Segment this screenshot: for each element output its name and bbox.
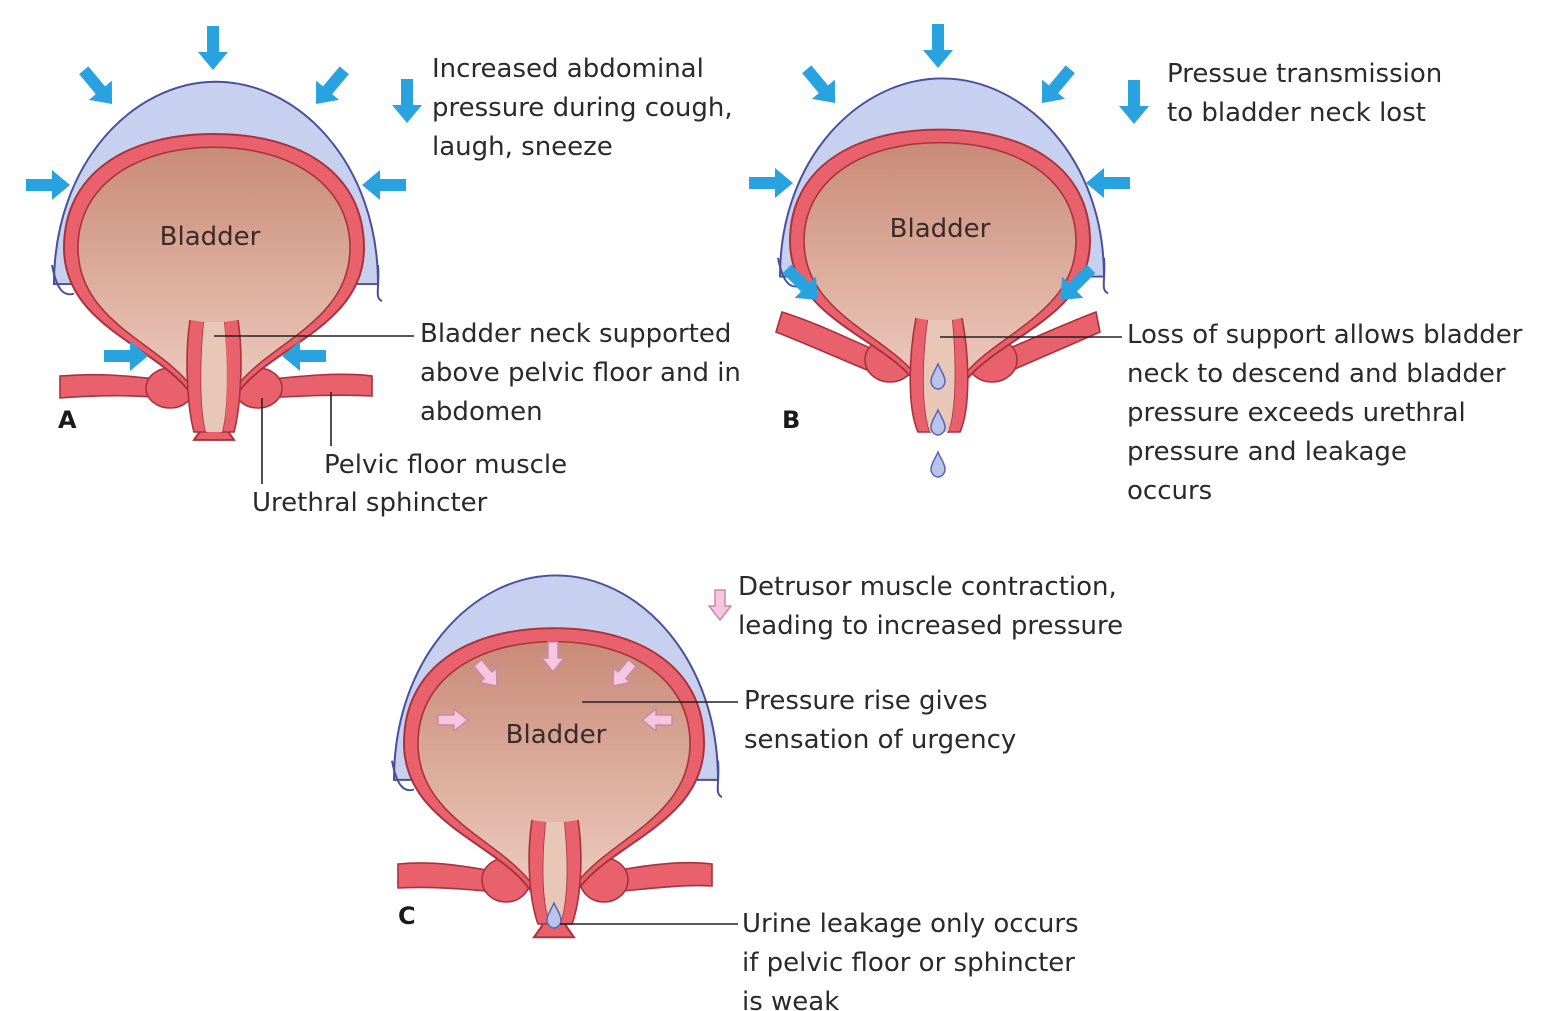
- blue-arrow-icon: [923, 24, 953, 68]
- blue-arrow-icon: [362, 170, 406, 200]
- sphincter-label-a: Urethral sphincter: [252, 488, 488, 518]
- panel-label-b: B: [782, 406, 800, 434]
- panel-c: Bladder C Detrusor muscle contraction, l…: [392, 572, 1125, 1011]
- note-b: Loss of support allows bladder neck to d…: [1127, 320, 1531, 506]
- leak-note-c: Urine leakage only occurs if pelvic floo…: [742, 909, 1087, 1011]
- legend-b: Pressue transmission to bladder neck los…: [1167, 59, 1451, 128]
- blue-arrow-icon: [749, 168, 793, 198]
- pink-arrow-icon: [709, 590, 731, 620]
- urgency-note-c: Pressure rise gives sensation of urgency: [744, 686, 1016, 755]
- urine-drop-icon: [931, 452, 945, 477]
- blue-arrow-icon: [795, 60, 846, 113]
- blue-arrow-icon: [26, 170, 70, 200]
- legend-a: Increased abdominal pressure during coug…: [432, 54, 741, 162]
- panel-b: Bladder B Pressue transmission to bladde…: [749, 24, 1531, 506]
- blue-arrow-icon: [1086, 168, 1130, 198]
- panel-label-a: A: [58, 406, 77, 434]
- bladder-label-b: Bladder: [890, 214, 991, 244]
- bladder-label-c: Bladder: [506, 720, 607, 750]
- blue-arrow-icon: [305, 61, 356, 114]
- blue-arrow-icon: [1119, 80, 1149, 124]
- blue-arrow-icon: [392, 79, 422, 123]
- bladder-label-a: Bladder: [160, 222, 261, 252]
- panel-label-c: C: [398, 902, 416, 930]
- blue-arrow-icon: [198, 26, 228, 70]
- blue-arrow-icon: [72, 61, 123, 114]
- blue-arrow-icon: [1031, 60, 1082, 113]
- legend-c: Detrusor muscle contraction, leading to …: [738, 572, 1125, 641]
- pelvic-floor-label-a: Pelvic floor muscle: [324, 450, 567, 480]
- panel-a: Bladder A Increased abdominal pressure d…: [26, 26, 749, 518]
- neck-note-a: Bladder neck supported above pelvic floo…: [420, 319, 749, 427]
